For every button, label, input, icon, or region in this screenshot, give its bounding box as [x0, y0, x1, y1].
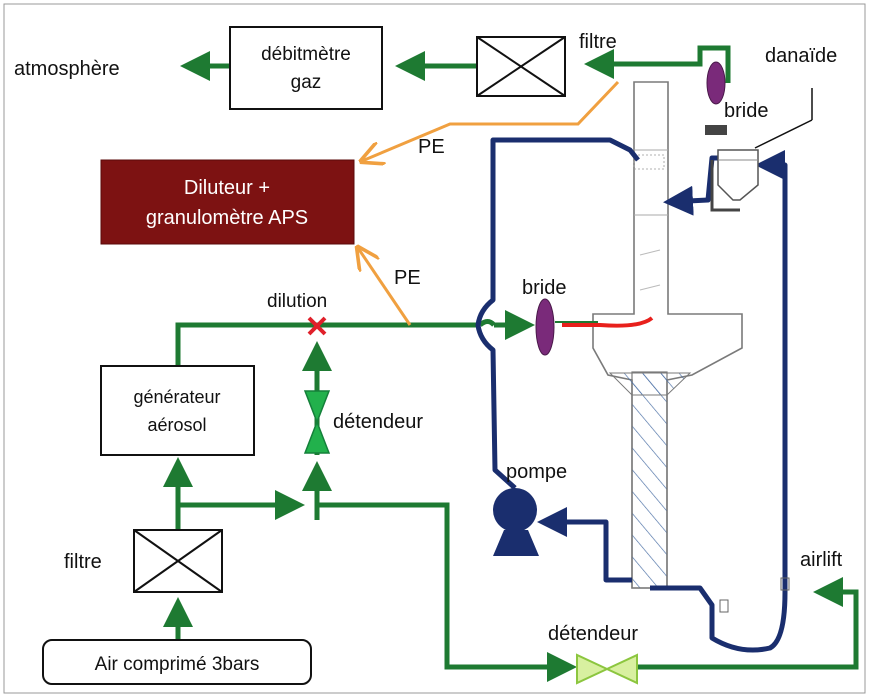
frame-border [3, 3, 866, 694]
bride-mid-flange [535, 298, 555, 356]
pe-lines [358, 80, 620, 326]
diluteur-label-1: Diluteur + [184, 177, 270, 199]
generateur-label-2: aérosol [147, 415, 206, 435]
airlift-label: airlift [800, 549, 843, 571]
air-comprime-label: Air comprimé 3bars [95, 654, 260, 675]
generateur-box: générateur aérosol [100, 365, 255, 456]
detendeur-bottom-label: détendeur [548, 623, 638, 645]
filter-top [476, 36, 566, 97]
filtre-top-label: filtre [579, 31, 617, 53]
packing-section [631, 371, 668, 589]
air-comprime-box: Air comprimé 3bars [42, 639, 312, 685]
detendeur-mid-label: détendeur [333, 411, 423, 433]
pe-top-label: PE [418, 136, 445, 158]
bride-top-flange [706, 61, 726, 105]
gas-lines [163, 45, 859, 682]
heated-line [562, 316, 654, 328]
detendeur-mid-valve [303, 390, 331, 454]
generateur-label-1: générateur [133, 387, 220, 407]
pe-mid-label: PE [394, 267, 421, 289]
pompe-label: pompe [506, 461, 567, 483]
debitmetre-box: débitmètre gaz [229, 26, 383, 110]
debitmetre-label-1: débitmètre [261, 44, 351, 65]
bride-top-label: bride [724, 100, 768, 122]
dilution-marker [307, 316, 327, 336]
filtre-bottom-label: filtre [64, 551, 102, 573]
danaide-label: danaïde [765, 45, 837, 67]
diluteur-label-2: granulomètre APS [146, 207, 308, 229]
detendeur-bottom-valve [576, 653, 638, 685]
bride-mid-label: bride [522, 277, 566, 299]
diluteur-box: Diluteur + granulomètre APS [100, 159, 355, 245]
danaide-vessel [705, 88, 813, 201]
atmosphere-label: atmosphère [14, 58, 120, 80]
debitmetre-label-2: gaz [291, 72, 322, 93]
filter-bottom [133, 529, 223, 593]
pump-icon [493, 488, 539, 556]
dilution-label: dilution [267, 291, 327, 312]
